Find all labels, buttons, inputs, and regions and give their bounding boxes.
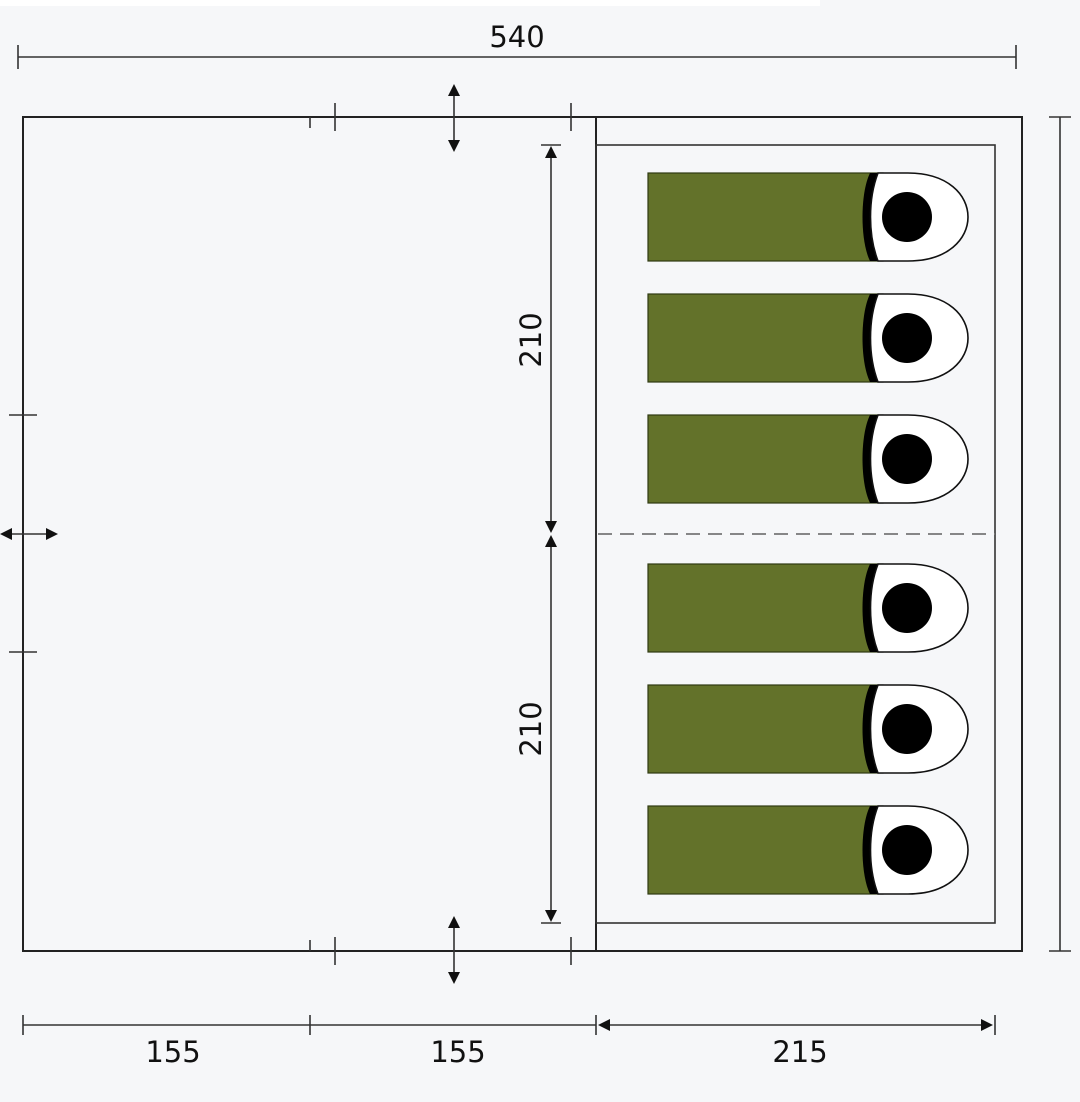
- pole-markers-top: [309, 103, 572, 131]
- top-edge-strip: [0, 0, 820, 6]
- sleeping-bag-body: [647, 172, 884, 262]
- sleeping-bag-body: [647, 414, 884, 504]
- pole-markers-left: [9, 414, 37, 653]
- dimension-label-inner-upper: 210: [514, 312, 548, 367]
- sleeper-head: [882, 434, 932, 484]
- dimension-top-width: 540: [17, 20, 1017, 69]
- dimension-bottom-chain: 155 155 215: [22, 1015, 996, 1069]
- sleeping-bag-body: [647, 293, 884, 383]
- pole-markers-bottom: [309, 937, 572, 965]
- sleeping-bag: [647, 172, 969, 262]
- dimension-right-height: 450: [1049, 116, 1080, 952]
- sleeping-bag-body: [647, 563, 884, 653]
- sleeper-head: [882, 583, 932, 633]
- sleeping-bag: [647, 684, 969, 774]
- dimension-label-bottom-mid: 155: [430, 1035, 485, 1069]
- sleeper-head: [882, 825, 932, 875]
- sleeper-head: [882, 192, 932, 242]
- sleeping-bags: [647, 172, 969, 895]
- dimension-label-inner-lower: 210: [514, 701, 548, 756]
- dimension-inner-lower: 210: [514, 535, 561, 924]
- dimension-label-bottom-left: 155: [145, 1035, 200, 1069]
- sleeper-head: [882, 313, 932, 363]
- sleeping-bag: [647, 563, 969, 653]
- sleeping-bag: [647, 293, 969, 383]
- dimension-inner-upper: 210: [514, 144, 561, 533]
- dimension-label-top: 540: [489, 20, 544, 54]
- sleeping-bag-body: [647, 805, 884, 895]
- sleeping-bag: [647, 805, 969, 895]
- sleeping-bag: [647, 414, 969, 504]
- sleeper-head: [882, 704, 932, 754]
- dimension-label-bottom-right: 215: [772, 1035, 827, 1069]
- sleeping-bag-body: [647, 684, 884, 774]
